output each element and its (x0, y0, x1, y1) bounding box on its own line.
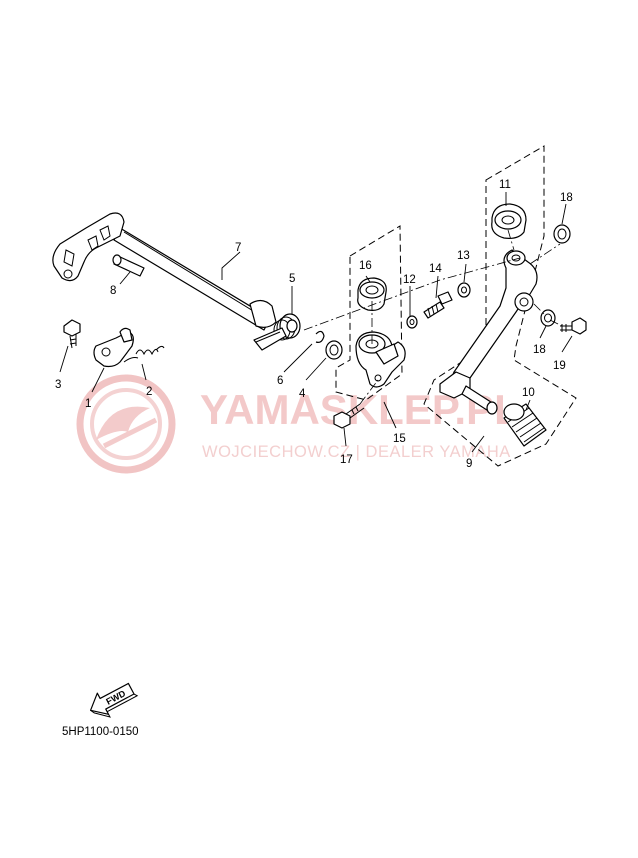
callout-2: 2 (146, 386, 152, 398)
part-8-pin (112, 254, 145, 277)
callout-13: 13 (457, 250, 470, 262)
part-9-shift-pedal (439, 249, 538, 415)
callout-9: 9 (466, 458, 472, 470)
part-4-washer (315, 330, 343, 360)
part-2-spring (123, 345, 165, 363)
callout-7: 7 (235, 242, 241, 254)
group-outline-15 (335, 225, 403, 401)
callout-18-upper: 18 (560, 192, 573, 204)
part-18-washer-upper (553, 224, 571, 244)
callout-12: 12 (403, 274, 416, 286)
callout-8: 8 (110, 285, 116, 297)
callout-14: 14 (429, 263, 442, 275)
part-19-bolt (560, 317, 587, 335)
group-outline-9 (423, 145, 577, 467)
callout-5: 5 (289, 273, 295, 285)
callout-10: 10 (522, 387, 535, 399)
callout-6: 6 (277, 375, 283, 387)
callout-17: 17 (340, 454, 353, 466)
callout-18-lower: 18 (533, 344, 546, 356)
centerlines (303, 229, 563, 405)
callout-11: 11 (499, 179, 511, 191)
part-7-shift-shaft (52, 212, 277, 331)
watermark-subtitle: WOJCIECHOW.CZ | DEALER YAMAHA (202, 443, 511, 461)
callout-16: 16 (359, 260, 372, 272)
callout-4: 4 (299, 388, 306, 400)
part-18-washer-lower (540, 309, 556, 327)
callout-numbers: 7 5 8 6 4 3 2 1 16 12 14 13 11 18 18 19 … (55, 179, 573, 470)
watermark: YAMASKLEP.PL WOJCIECHOW.CZ | DEALER YAMA… (76, 374, 520, 474)
part-15-joint-assembly (355, 331, 406, 388)
callout-15: 15 (393, 433, 406, 445)
part-5-torsion-spring (273, 313, 301, 341)
part-14-rod (423, 291, 453, 319)
callout-1: 1 (85, 398, 91, 410)
callout-19: 19 (553, 360, 566, 372)
leader-lines (59, 192, 573, 453)
part-12-nut (406, 315, 418, 329)
watermark-logo (76, 374, 176, 474)
part-6-lever-arm (253, 327, 287, 351)
part-13-nut (457, 282, 471, 298)
part-11-joint (491, 203, 527, 239)
diagram-code: 5HP1100-0150 (62, 726, 139, 738)
part-3-bolt (63, 319, 81, 349)
callout-3: 3 (55, 379, 61, 391)
part-17-bolt (333, 403, 365, 429)
part-10-pedal-rubber (503, 403, 547, 447)
part-1-stopper-plate (93, 327, 134, 368)
fwd-arrow-icon: FWD (89, 682, 139, 718)
